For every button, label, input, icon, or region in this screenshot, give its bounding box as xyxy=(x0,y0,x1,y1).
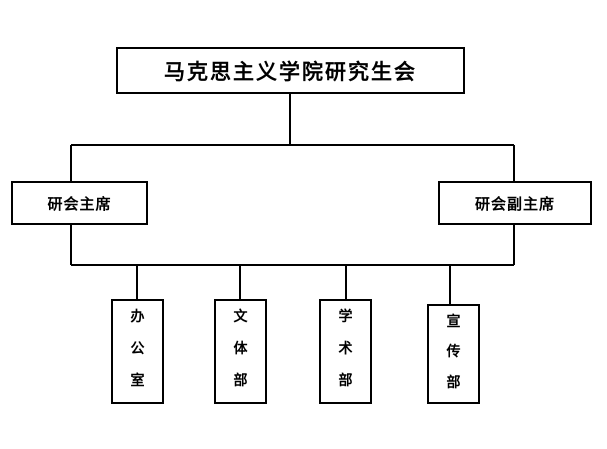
chair-node-label: 研会主席 xyxy=(47,194,112,213)
department-culture-sports-char-3: 部 xyxy=(233,373,248,389)
department-academic-char-1: 学 xyxy=(338,309,353,325)
root-node-graduate-union: 马克思主义学院研究生会 xyxy=(116,47,465,94)
department-office: 办 公 室 xyxy=(111,299,164,404)
department-academic-char-3: 部 xyxy=(338,373,353,389)
department-academic-char-2: 术 xyxy=(338,341,353,357)
department-publicity-char-3: 部 xyxy=(446,374,461,391)
department-office-char-2: 公 xyxy=(130,341,145,357)
department-publicity: 宣 传 部 xyxy=(427,304,480,404)
department-publicity-char-1: 宣 xyxy=(446,314,461,330)
department-office-char-1: 办 xyxy=(130,309,145,325)
root-node-label: 马克思主义学院研究生会 xyxy=(164,58,417,84)
department-academic: 学 术 部 xyxy=(319,299,372,404)
vice-chair-node: 研会副主席 xyxy=(438,181,592,225)
chair-node: 研会主席 xyxy=(11,181,148,225)
department-culture-sports-char-2: 体 xyxy=(233,341,248,357)
vice-chair-node-label: 研会副主席 xyxy=(474,194,555,213)
department-publicity-char-2: 传 xyxy=(446,344,461,361)
department-office-char-3: 室 xyxy=(130,373,145,389)
department-culture-sports: 文 体 部 xyxy=(214,299,267,404)
department-culture-sports-char-1: 文 xyxy=(233,309,248,325)
